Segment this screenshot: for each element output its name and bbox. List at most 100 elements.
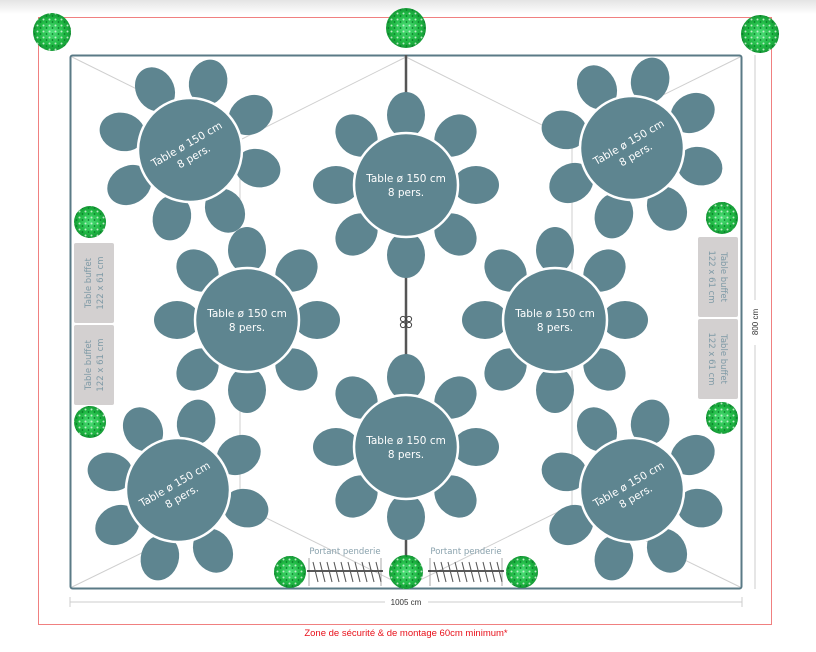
hanger	[440, 561, 447, 583]
chair	[313, 428, 359, 466]
table-capacity: 8 pers.	[229, 322, 265, 334]
table-label: Table ø 150 cm	[206, 308, 287, 320]
chair	[670, 434, 715, 476]
table-label: Table ø 150 cm	[365, 173, 446, 185]
chair	[228, 367, 266, 413]
round-table[interactable]: Table ø 150 cm 8 pers.	[154, 227, 340, 413]
chair	[228, 227, 266, 273]
chair	[95, 504, 140, 546]
table-top	[352, 131, 460, 239]
chair	[583, 249, 626, 292]
chair	[387, 232, 425, 278]
round-table[interactable]: Table ø 150 cm8 pers.	[63, 23, 317, 277]
center-knot-icon	[399, 315, 413, 329]
chair	[646, 528, 688, 573]
chair	[134, 67, 176, 112]
plant-bush-icon	[74, 406, 106, 438]
round-table[interactable]: Table ø 150 cm 8 pers.	[313, 92, 499, 278]
table-top	[501, 266, 609, 374]
top-bar	[0, 0, 816, 14]
buffet-label: Table buffet	[84, 339, 94, 391]
chair	[122, 407, 164, 452]
clothes-rack[interactable]: Portant penderie	[307, 547, 383, 586]
buffet-size: 122 x 61 cm	[706, 250, 716, 303]
chair	[140, 534, 180, 581]
chair	[434, 213, 477, 256]
chair	[387, 494, 425, 540]
table-top	[124, 436, 232, 544]
chair	[152, 194, 192, 241]
hanger	[454, 561, 461, 583]
chair	[536, 227, 574, 273]
hanger	[340, 561, 347, 583]
round-table[interactable]: Table ø 150 cm8 pers.	[505, 21, 759, 275]
table-capacity: 8 pers.	[537, 322, 573, 334]
hanger	[461, 561, 468, 583]
round-table[interactable]: Table ø 150 cm 8 pers.	[313, 354, 499, 540]
hanger	[375, 561, 382, 583]
plant-bush-icon	[706, 402, 738, 434]
chair	[602, 301, 648, 339]
hanger	[326, 561, 333, 583]
chair	[188, 59, 228, 106]
plant-bush-icon	[389, 555, 423, 589]
chair	[434, 114, 477, 157]
safety-zone-note: Zone de sécurité & de montage 60cm minim…	[304, 628, 508, 639]
plant-bush-icon	[33, 13, 71, 51]
buffet-size: 122 x 61 cm	[96, 256, 106, 309]
round-table[interactable]: Table ø 150 cm8 pers.	[51, 363, 305, 617]
table-top	[352, 393, 460, 501]
chair	[234, 148, 281, 188]
plant-bush-icon	[706, 202, 738, 234]
hanger	[361, 561, 368, 583]
width-dimension: 1005 cm	[69, 597, 743, 607]
plant-bush-icon	[741, 15, 779, 53]
chair	[434, 475, 477, 518]
hanger	[447, 561, 454, 583]
table-capacity: 8 pers.	[388, 187, 424, 199]
chair	[154, 301, 200, 339]
hanger	[312, 561, 319, 583]
chair	[576, 407, 618, 452]
buffet-size: 122 x 61 cm	[96, 338, 106, 391]
height-label: 800 cm	[751, 309, 760, 336]
table-label: Table ø 150 cm	[365, 435, 446, 447]
height-dimension: 800 cm	[751, 55, 760, 589]
chair	[630, 399, 670, 446]
chair	[583, 348, 626, 391]
chair	[434, 376, 477, 419]
chair	[594, 192, 634, 239]
chair	[335, 213, 378, 256]
chair	[676, 488, 723, 528]
chair	[541, 110, 588, 150]
round-table[interactable]: Table ø 150 cm8 pers.	[505, 363, 759, 617]
chair	[87, 452, 134, 492]
chair	[228, 94, 273, 136]
hanger	[496, 561, 503, 583]
chair	[453, 166, 499, 204]
hanger	[347, 561, 354, 583]
chair	[99, 112, 146, 152]
chair	[176, 399, 216, 446]
buffet-label: Table buffet	[718, 333, 728, 385]
table-capacity: 8 pers.	[388, 449, 424, 461]
chair	[275, 249, 318, 292]
chair	[313, 166, 359, 204]
table-top	[578, 436, 686, 544]
round-table[interactable]: Table ø 150 cm8 pers.	[462, 227, 648, 413]
clothes-rack[interactable]: Portant penderie	[428, 547, 504, 586]
chair	[294, 301, 340, 339]
hanger	[468, 561, 475, 583]
chair	[536, 367, 574, 413]
hanger	[482, 561, 489, 583]
chair	[222, 488, 269, 528]
hanger	[475, 561, 482, 583]
hanger	[354, 561, 361, 583]
chair	[107, 164, 152, 206]
chair	[484, 348, 527, 391]
plant-bush-icon	[74, 206, 106, 238]
